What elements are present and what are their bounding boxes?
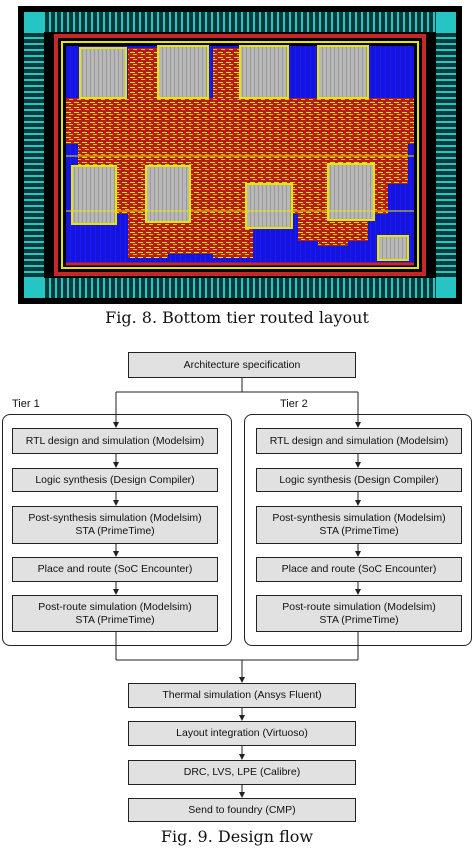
layout-integration-box: Layout integration (Virtuoso): [128, 721, 356, 746]
tier1-container: [2, 414, 232, 646]
tier1-step-rtl: RTL design and simulation (Modelsim): [12, 428, 218, 454]
tier2-step-place-route: Place and route (SoC Encounter): [256, 557, 462, 582]
tier2-step-post-route: Post-route simulation (Modelsim) STA (Pr…: [256, 595, 462, 632]
tier2-step-post-synthesis: Post-synthesis simulation (Modelsim) STA…: [256, 506, 462, 544]
tier1-step-post-synthesis: Post-synthesis simulation (Modelsim) STA…: [12, 506, 218, 544]
drc-lvs-lpe-box: DRC, LVS, LPE (Calibre): [128, 760, 356, 785]
tier2-container: [244, 414, 472, 646]
tier1-label: Tier 1: [12, 398, 40, 410]
tier2-step-synthesis: Logic synthesis (Design Compiler): [256, 468, 462, 492]
tier1-step-post-route: Post-route simulation (Modelsim) STA (Pr…: [12, 595, 218, 632]
tier2-step-rtl: RTL design and simulation (Modelsim): [256, 428, 462, 454]
tier2-label: Tier 2: [280, 398, 308, 410]
tier1-step-place-route: Place and route (SoC Encounter): [12, 557, 218, 582]
send-to-foundry-box: Send to foundry (CMP): [128, 798, 356, 822]
figure8-caption: Fig. 8. Bottom tier routed layout: [105, 308, 369, 327]
figure9-caption: Fig. 9. Design flow: [160, 827, 314, 846]
routed-layout-image: [18, 6, 462, 304]
thermal-simulation-box: Thermal simulation (Ansys Fluent): [128, 683, 356, 708]
routed-layout-drawing: [24, 12, 456, 298]
architecture-specification-box: Architecture specification: [128, 352, 356, 378]
tier1-step-synthesis: Logic synthesis (Design Compiler): [12, 468, 218, 492]
